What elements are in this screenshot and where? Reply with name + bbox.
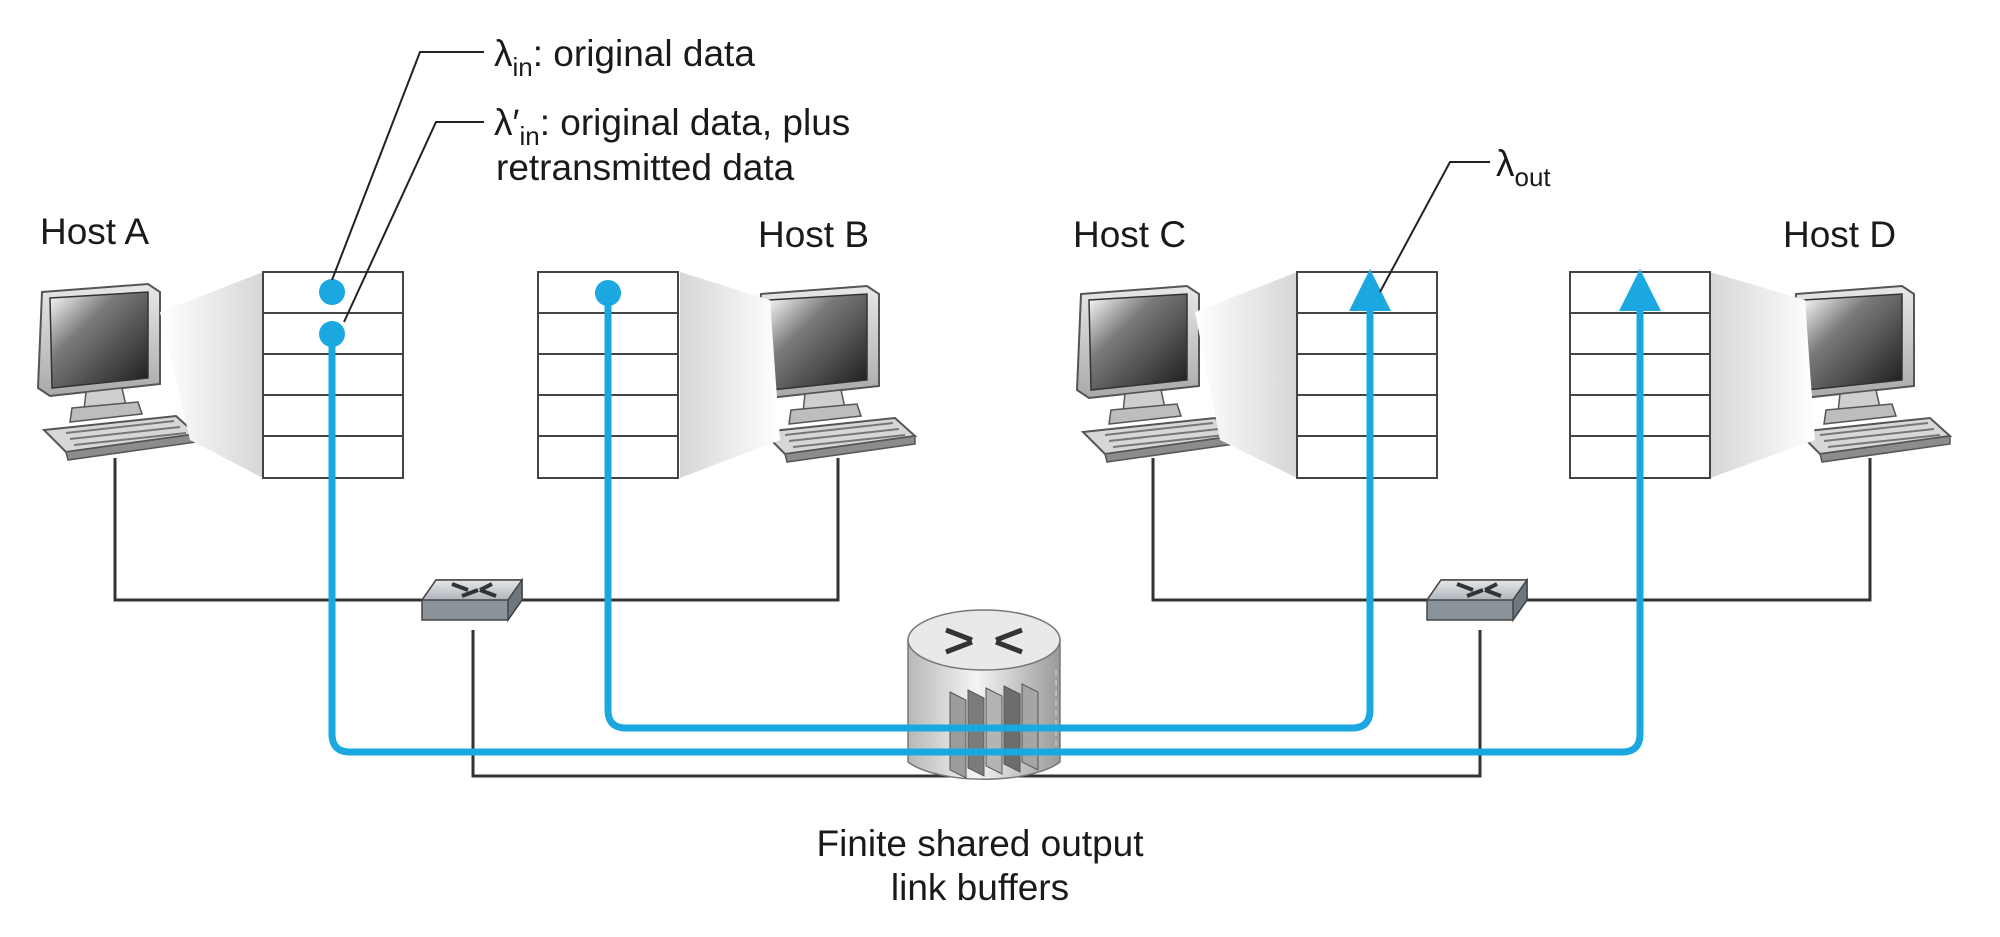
lambda-in-prime-label: λ′in: original data, plus: [494, 102, 850, 151]
router-caption-line1: Finite shared output: [816, 823, 1144, 864]
host-b-label: Host B: [758, 214, 869, 255]
packet-dot: [319, 279, 345, 305]
flow-a-to-d: [328, 269, 1661, 756]
host-d-label: Host D: [1783, 214, 1896, 255]
lambda-out-label: λout: [1496, 143, 1551, 192]
host-d-zoom-wedge: [1710, 272, 1815, 478]
desktop-computer-icon: [1791, 285, 1951, 463]
lambda-in-label: λin: original data: [494, 33, 755, 82]
lambda-out-leader: [1379, 161, 1490, 293]
host-c-zoom-wedge: [1195, 272, 1297, 478]
host-c-label: Host C: [1073, 214, 1186, 255]
host-c-d-wire: [1151, 458, 1872, 602]
desktop-computer-icon: [756, 285, 916, 463]
packet-dot: [319, 321, 345, 347]
lambda-in-prime-label-line2: retransmitted data: [496, 147, 795, 188]
host-a-zoom-wedge: [160, 272, 263, 478]
host-a-b-wire: [113, 458, 840, 602]
packet-dot: [595, 280, 621, 306]
host-b-computer: [756, 285, 916, 463]
host-b-zoom-wedge: [680, 272, 780, 478]
lambda-in-leader: [331, 51, 484, 281]
switch-icon: [1425, 578, 1529, 622]
router-caption-line2: link buffers: [891, 867, 1069, 908]
switch-icon: [420, 578, 524, 622]
flow-b-to-c: [604, 269, 1391, 732]
host-d-computer: [1791, 285, 1951, 463]
lambda-in-prime-leader: [343, 121, 484, 323]
host-a-label: Host A: [40, 211, 149, 252]
